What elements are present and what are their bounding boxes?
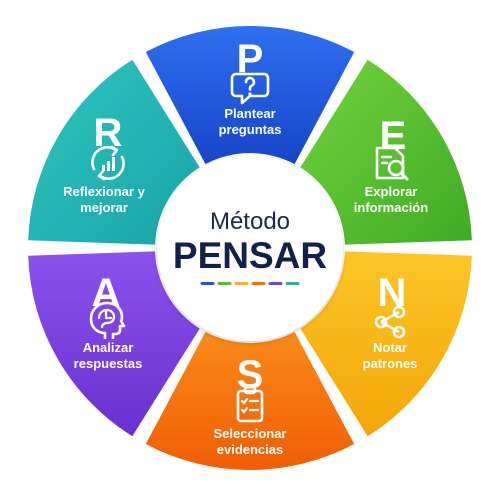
- segment-label-line2: información: [354, 200, 428, 215]
- segment-label-line1: Reflexionar y: [63, 184, 145, 199]
- segment-label-line1: Seleccionar: [214, 426, 287, 441]
- segment-a-wedge: [28, 251, 200, 437]
- divider-bar-segment: [251, 282, 266, 285]
- segment-label-line2: preguntas: [219, 122, 282, 137]
- divider-bar-segment: [217, 282, 232, 285]
- color-divider-bar: [200, 282, 300, 285]
- segment-letter: S: [237, 353, 264, 397]
- share-nodes-icon: [374, 305, 406, 339]
- segment-label-line1: Explorar: [365, 184, 418, 199]
- divider-bar-segment: [234, 282, 249, 285]
- segment-n-wedge: [300, 251, 472, 437]
- cycle-chart-icon: [91, 145, 125, 181]
- segment-label-line1: Plantear: [224, 106, 275, 121]
- segment-label-line2: evidencias: [217, 442, 284, 457]
- speech-bubble-question-icon: [230, 72, 270, 105]
- segment-label-line1: Notar: [373, 340, 407, 355]
- center-title: Método: [210, 208, 290, 235]
- divider-bar-segment: [285, 282, 300, 285]
- segment-e-wedge: [300, 59, 472, 245]
- segment-label-line2: patrones: [363, 356, 418, 371]
- center-subtitle: PENSAR: [173, 235, 327, 276]
- segment-label-line2: respuestas: [74, 356, 143, 371]
- segment-label-line2: mejorar: [80, 200, 128, 215]
- center-hub: Método PENSAR: [157, 155, 343, 341]
- segment-label-line1: Analizar: [83, 340, 134, 355]
- divider-bar-segment: [200, 282, 215, 285]
- divider-bar-segment: [268, 282, 283, 285]
- search-document-icon: [375, 146, 409, 181]
- brain-head-icon: [89, 301, 126, 339]
- segment-letter: E: [380, 114, 407, 158]
- clipboard-checklist-icon: [236, 385, 264, 423]
